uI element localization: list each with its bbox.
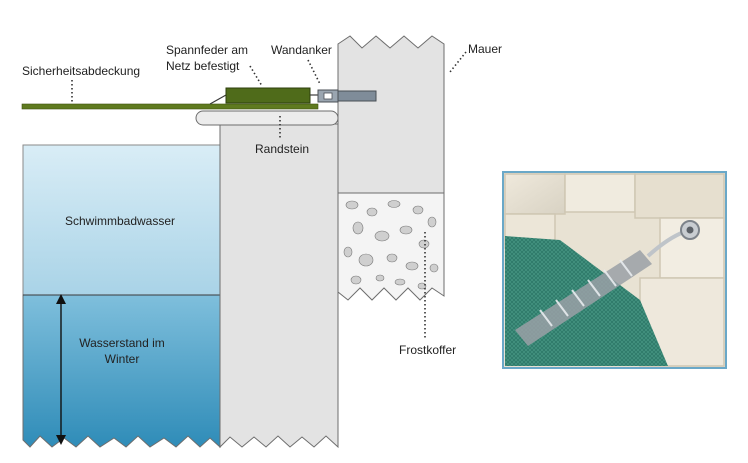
label-spring-line2: Netz befestigt	[166, 59, 240, 73]
frost-bed	[337, 192, 445, 301]
leader-wall	[449, 51, 467, 73]
pool-water-upper	[22, 144, 221, 296]
leader-spring	[249, 65, 263, 87]
outer-wall	[337, 35, 445, 194]
leader-lines	[71, 51, 467, 340]
label-curb: Randstein	[255, 142, 309, 156]
photo-spring	[515, 220, 700, 346]
winter-level-arrow	[56, 294, 66, 445]
curb-stone	[195, 110, 339, 126]
photo-cover-spring-anchor	[502, 171, 727, 369]
tension-spring	[209, 87, 318, 105]
label-safety-cover: Sicherheitsabdeckung	[22, 64, 140, 78]
wall-anchor	[317, 89, 377, 103]
label-winter-level-line2: Winter	[105, 352, 140, 366]
label-frost-bed: Frostkoffer	[399, 343, 456, 357]
pool-water-lower	[22, 294, 221, 449]
safety-cover	[21, 103, 319, 110]
label-wall-anchor: Wandanker	[271, 43, 332, 57]
pool-water	[22, 144, 221, 449]
label-spring-line1: Spannfeder am	[166, 43, 248, 57]
label-wall: Mauer	[468, 42, 502, 56]
label-winter-level-line1: Wasserstand im	[79, 336, 165, 350]
pool-wall	[219, 123, 339, 449]
label-pool-water: Schwimmbadwasser	[65, 214, 175, 228]
leader-anchor	[307, 59, 321, 85]
